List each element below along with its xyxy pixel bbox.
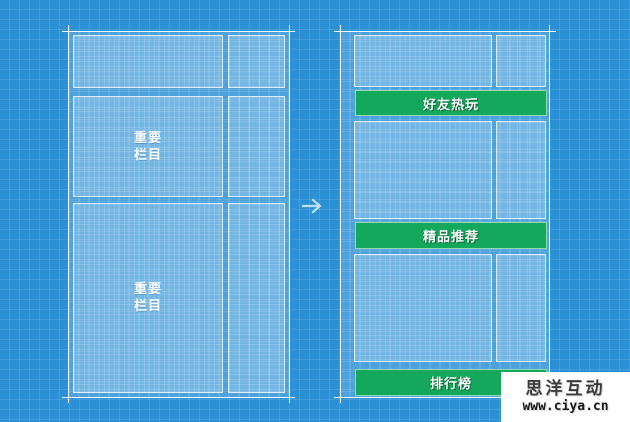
left-row1-side-box[interactable] xyxy=(228,35,285,88)
guide-line-vertical-left-end xyxy=(289,25,290,403)
guide-line-vertical-left-start xyxy=(68,25,69,403)
left-row3-main-box[interactable]: 重要 栏目 xyxy=(73,203,223,393)
banner-leaderboard-label: 排行榜 xyxy=(429,377,472,392)
guide-line-horizontal-left-top xyxy=(62,31,295,32)
right-row1-side-box[interactable] xyxy=(496,35,546,87)
right-row3-main-box[interactable] xyxy=(354,254,492,362)
left-row3-side-box[interactable] xyxy=(228,203,285,393)
banner-featured-recommend-label: 精品推荐 xyxy=(422,230,479,245)
left-row2-side-box[interactable] xyxy=(228,96,285,197)
watermark-url: www.ciya.cn xyxy=(522,399,609,414)
right-row3-side-box[interactable] xyxy=(496,254,546,362)
watermark: 思洋互动 www.ciya.cn xyxy=(501,372,630,422)
left-row1-main-box[interactable] xyxy=(73,35,223,88)
guide-line-vertical-right-end xyxy=(549,25,550,403)
left-row2-main-label: 重要 栏目 xyxy=(133,130,162,163)
guide-line-horizontal-right-bottom xyxy=(334,397,556,398)
watermark-brand: 思洋互动 xyxy=(525,379,606,399)
banner-featured-recommend[interactable]: 精品推荐 xyxy=(355,222,547,249)
guide-line-horizontal-left-bottom xyxy=(62,397,295,398)
wireframe-panel-before xyxy=(68,31,290,398)
banner-friends-hot-play-label: 好友热玩 xyxy=(422,97,479,113)
guide-line-vertical-right-start xyxy=(340,25,341,403)
right-row1-main-box[interactable] xyxy=(354,35,492,87)
right-row2-side-box[interactable] xyxy=(496,121,546,219)
right-row2-main-box[interactable] xyxy=(354,121,492,219)
banner-friends-hot-play[interactable]: 好友热玩 xyxy=(355,90,547,116)
guide-line-horizontal-right-top xyxy=(334,31,556,32)
left-row3-main-label: 重要 栏目 xyxy=(133,282,162,314)
left-row2-main-box[interactable]: 重要 栏目 xyxy=(73,96,223,197)
arrow-right-icon xyxy=(301,198,322,214)
